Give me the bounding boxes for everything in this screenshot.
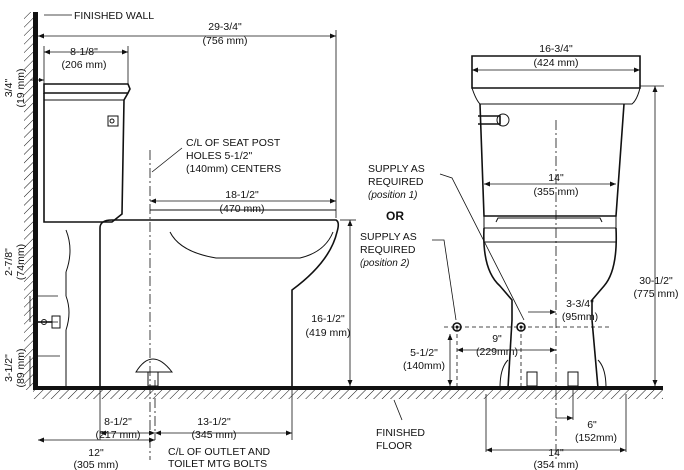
dim-text-overall-height-mm: (775 mm) (634, 288, 679, 300)
dim-text-tank-gap-mm: (19 mm) (15, 68, 27, 107)
label-supply1-2: REQUIRED (368, 176, 424, 188)
dim-text-supply-offset-in: 3-3/4" (566, 298, 594, 310)
dim-bowl-height (340, 219, 356, 386)
dim-seat-length (150, 198, 336, 204)
front-view-toilet (452, 55, 641, 389)
finished-floor (33, 386, 663, 399)
leader-supply-1 (439, 173, 525, 321)
dim-text-seat-length-mm: (470 mm) (220, 203, 265, 215)
dim-text-tank-depth-in: 8-1/8" (70, 46, 98, 58)
label-outlet-1: C/L OF OUTLET AND (168, 446, 271, 458)
dim-text-outlet-front-in: 13-1/2" (197, 416, 231, 428)
label-finished-floor-2: FLOOR (376, 440, 413, 452)
dim-text-floor-supply-in: 3-1/2" (3, 354, 15, 382)
dim-supply-floor (447, 334, 453, 386)
dim-bowl-width (484, 181, 616, 187)
dim-text-bowl-width-in: 14" (548, 172, 564, 184)
label-supply2-3: (position 2) (360, 258, 409, 269)
label-finished-floor-1: FINISHED (376, 427, 425, 439)
dim-text-supply-height-wall-in: 2-7/8" (3, 248, 15, 276)
dim-overall-height (640, 85, 664, 386)
dim-text-overall-height-in: 30-1/2" (639, 275, 673, 287)
leader-supply-2 (432, 239, 457, 321)
dim-text-bolt-offset-mm: (152mm) (575, 432, 617, 444)
dim-text-overall-depth-mm: (756 mm) (203, 35, 248, 47)
leader-seat-post (151, 147, 183, 173)
label-supply2-2: REQUIRED (360, 244, 416, 256)
dim-text-bowl-width-mm: (355 mm) (534, 186, 579, 198)
dim-base-width (485, 394, 627, 453)
dim-tank-depth (43, 46, 129, 84)
dim-text-tank-gap-in: 3/4" (3, 79, 15, 98)
label-or: OR (386, 209, 404, 223)
dim-text-floor-supply-mm: (89 mm) (15, 348, 27, 387)
dim-text-supply-offset-mm: (95mm) (562, 311, 598, 323)
dim-outlet-positions (99, 388, 293, 440)
label-supply1-3: (position 1) (368, 190, 417, 201)
dim-text-overall-depth-in: 29-3/4" (208, 21, 242, 33)
dim-supply-offset (528, 309, 556, 315)
dim-text-tank-width-mm: (424 mm) (534, 57, 579, 69)
dim-tank-gap (30, 78, 44, 82)
dim-rough-in (38, 437, 155, 443)
label-finished-wall: FINISHED WALL (74, 10, 154, 22)
label-seat-post-1: C/L OF SEAT POST (186, 137, 281, 149)
dim-supply-spacing (457, 347, 556, 353)
dim-text-outlet-front-mm: (345 mm) (192, 429, 237, 441)
dim-text-bowl-height-mm: (419 mm) (306, 327, 351, 339)
leader-finished-floor (393, 399, 403, 421)
dim-text-outlet-back-mm: (217 mm) (96, 429, 141, 441)
label-supply2-1: SUPPLY AS (360, 231, 417, 243)
dim-text-base-width-in: 14" (548, 447, 564, 459)
label-seat-post-2: HOLES 5-1/2" (186, 150, 252, 162)
dim-floor-supply (29, 355, 60, 386)
dim-supply-height-wall (29, 295, 58, 323)
dim-text-rough-in-mm: (305 mm) (74, 459, 119, 470)
label-supply1-1: SUPPLY AS (368, 163, 425, 175)
finished-wall (24, 12, 38, 390)
dim-text-outlet-back-in: 8-1/2" (104, 416, 132, 428)
dim-overall-depth (38, 30, 337, 218)
dim-text-seat-length-in: 18-1/2" (225, 189, 259, 201)
dim-text-tank-width-in: 16-3/4" (539, 43, 573, 55)
dim-text-base-width-mm: (354 mm) (534, 459, 579, 470)
dim-text-supply-spacing-mm: (229mm) (476, 346, 518, 358)
label-outlet-2: TOILET MTG BOLTS (168, 458, 267, 470)
dim-text-bowl-height-in: 16-1/2" (311, 313, 345, 325)
dim-bolt-offset (556, 388, 574, 421)
dim-text-rough-in-in: 12" (88, 447, 104, 459)
label-seat-post-3: (140mm) CENTERS (186, 163, 281, 175)
dim-text-bolt-offset-in: 6" (587, 419, 597, 431)
dim-text-supply-spacing-in: 9" (492, 333, 502, 345)
dim-tank-width (472, 67, 640, 73)
side-view-toilet (38, 83, 340, 388)
dim-text-supply-floor-mm: (140mm) (403, 360, 445, 372)
dim-text-supply-floor-in: 5-1/2" (410, 347, 438, 359)
dim-text-supply-height-wall-mm: (74mm) (15, 244, 27, 280)
dim-text-tank-depth-mm: (206 mm) (62, 59, 107, 71)
